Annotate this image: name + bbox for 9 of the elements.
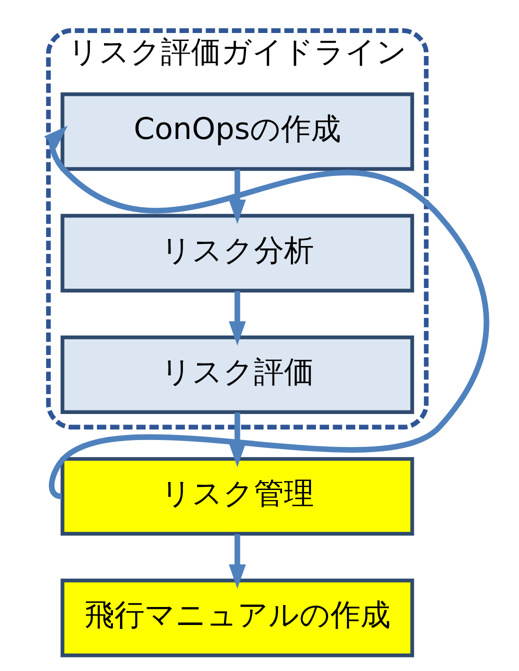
node-box: リスク分析 (60, 214, 414, 292)
arrow (228, 170, 246, 224)
node-box: リスク評価 (60, 336, 414, 414)
arrow (228, 534, 246, 589)
node-box: リスク管理 (60, 457, 414, 536)
node-box: ConOpsの作成 (60, 92, 414, 171)
arrow (228, 291, 246, 346)
arrow (44, 126, 489, 499)
node-box: 飛行マニュアルの作成 (60, 578, 414, 658)
